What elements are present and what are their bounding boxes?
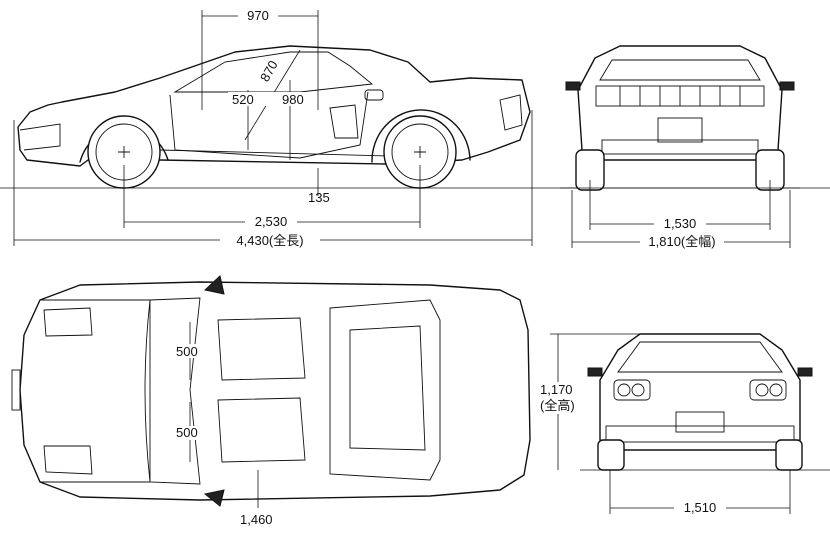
dim-label-front-track-top: 1,460	[240, 512, 273, 527]
top-headlamp-upper	[43, 307, 93, 337]
top-view: 500 500 1,460	[11, 275, 531, 527]
rear-wheel-center	[414, 146, 426, 158]
front-license-plate	[675, 411, 725, 433]
top-mirror-upper	[203, 275, 225, 295]
dim-label-970: 970	[247, 8, 269, 23]
top-seat-upper	[217, 317, 306, 381]
dim-label-135: 135	[308, 190, 330, 205]
dim-label-overall-height-note: (全高)	[540, 398, 575, 413]
side-body-outline	[17, 45, 531, 167]
side-view: 970 870 520 980 135 2,530 4,430(全長)	[0, 8, 830, 248]
rear-window	[599, 59, 761, 81]
top-headlamp-lower	[43, 445, 93, 475]
top-windshield	[144, 297, 201, 485]
front-bumper	[605, 425, 795, 443]
side-window	[173, 51, 374, 93]
side-fuel-cap	[364, 89, 384, 101]
side-door-line	[169, 91, 369, 159]
front-lamp-right-b	[769, 383, 783, 397]
dim-label-870: 870	[257, 58, 281, 84]
dim-label-front-track: 1,510	[684, 500, 717, 515]
dim-label-wheelbase: 2,530	[255, 214, 288, 229]
dim-label-overall-height: 1,170	[540, 382, 573, 397]
front-wheel-center	[118, 146, 130, 158]
front-tire-right	[775, 439, 803, 471]
dim-label-seat-lower: 500	[176, 425, 198, 440]
top-mirror-lower	[203, 489, 225, 507]
side-sill	[159, 149, 391, 157]
rear-light-segments	[619, 86, 741, 106]
top-rear-deck	[329, 299, 441, 481]
rear-view: 1,530 1,810(全幅)	[560, 45, 800, 249]
top-front-bumper	[11, 369, 21, 411]
dim-label-520: 520	[232, 92, 254, 107]
dim-label-overall-width: 1,810(全幅)	[648, 234, 715, 249]
top-engine-cover	[349, 325, 426, 451]
rear-mirror-left	[565, 81, 581, 91]
side-rear-detail	[499, 94, 523, 131]
front-mirror-left	[587, 367, 603, 377]
front-view: 1,170 (全高) 1,510	[538, 333, 830, 515]
front-tire-left	[597, 439, 625, 471]
rear-wheel-arch	[371, 109, 471, 163]
front-mirror-right	[797, 367, 813, 377]
rear-bumper	[601, 139, 759, 155]
top-body-outline	[19, 281, 531, 501]
front-lamp-left-b	[631, 383, 645, 397]
top-front-hood	[40, 299, 151, 483]
front-headlamp-left	[613, 379, 651, 401]
top-seat-lower	[217, 397, 306, 463]
front-lamp-right-a	[755, 383, 769, 397]
dim-label-overall-length: 4,430(全長)	[236, 233, 303, 248]
dim-label-seat-upper: 500	[176, 344, 198, 359]
dim-label-980: 980	[282, 92, 304, 107]
dim-label-rear-track: 1,530	[664, 216, 697, 231]
rear-license-plate	[657, 117, 703, 143]
front-headlamp-right	[749, 379, 787, 401]
front-lamp-left-a	[617, 383, 631, 397]
side-bumper-front	[19, 123, 61, 151]
side-intake	[329, 104, 359, 139]
rear-mirror-right	[779, 81, 795, 91]
front-windshield	[617, 341, 783, 373]
